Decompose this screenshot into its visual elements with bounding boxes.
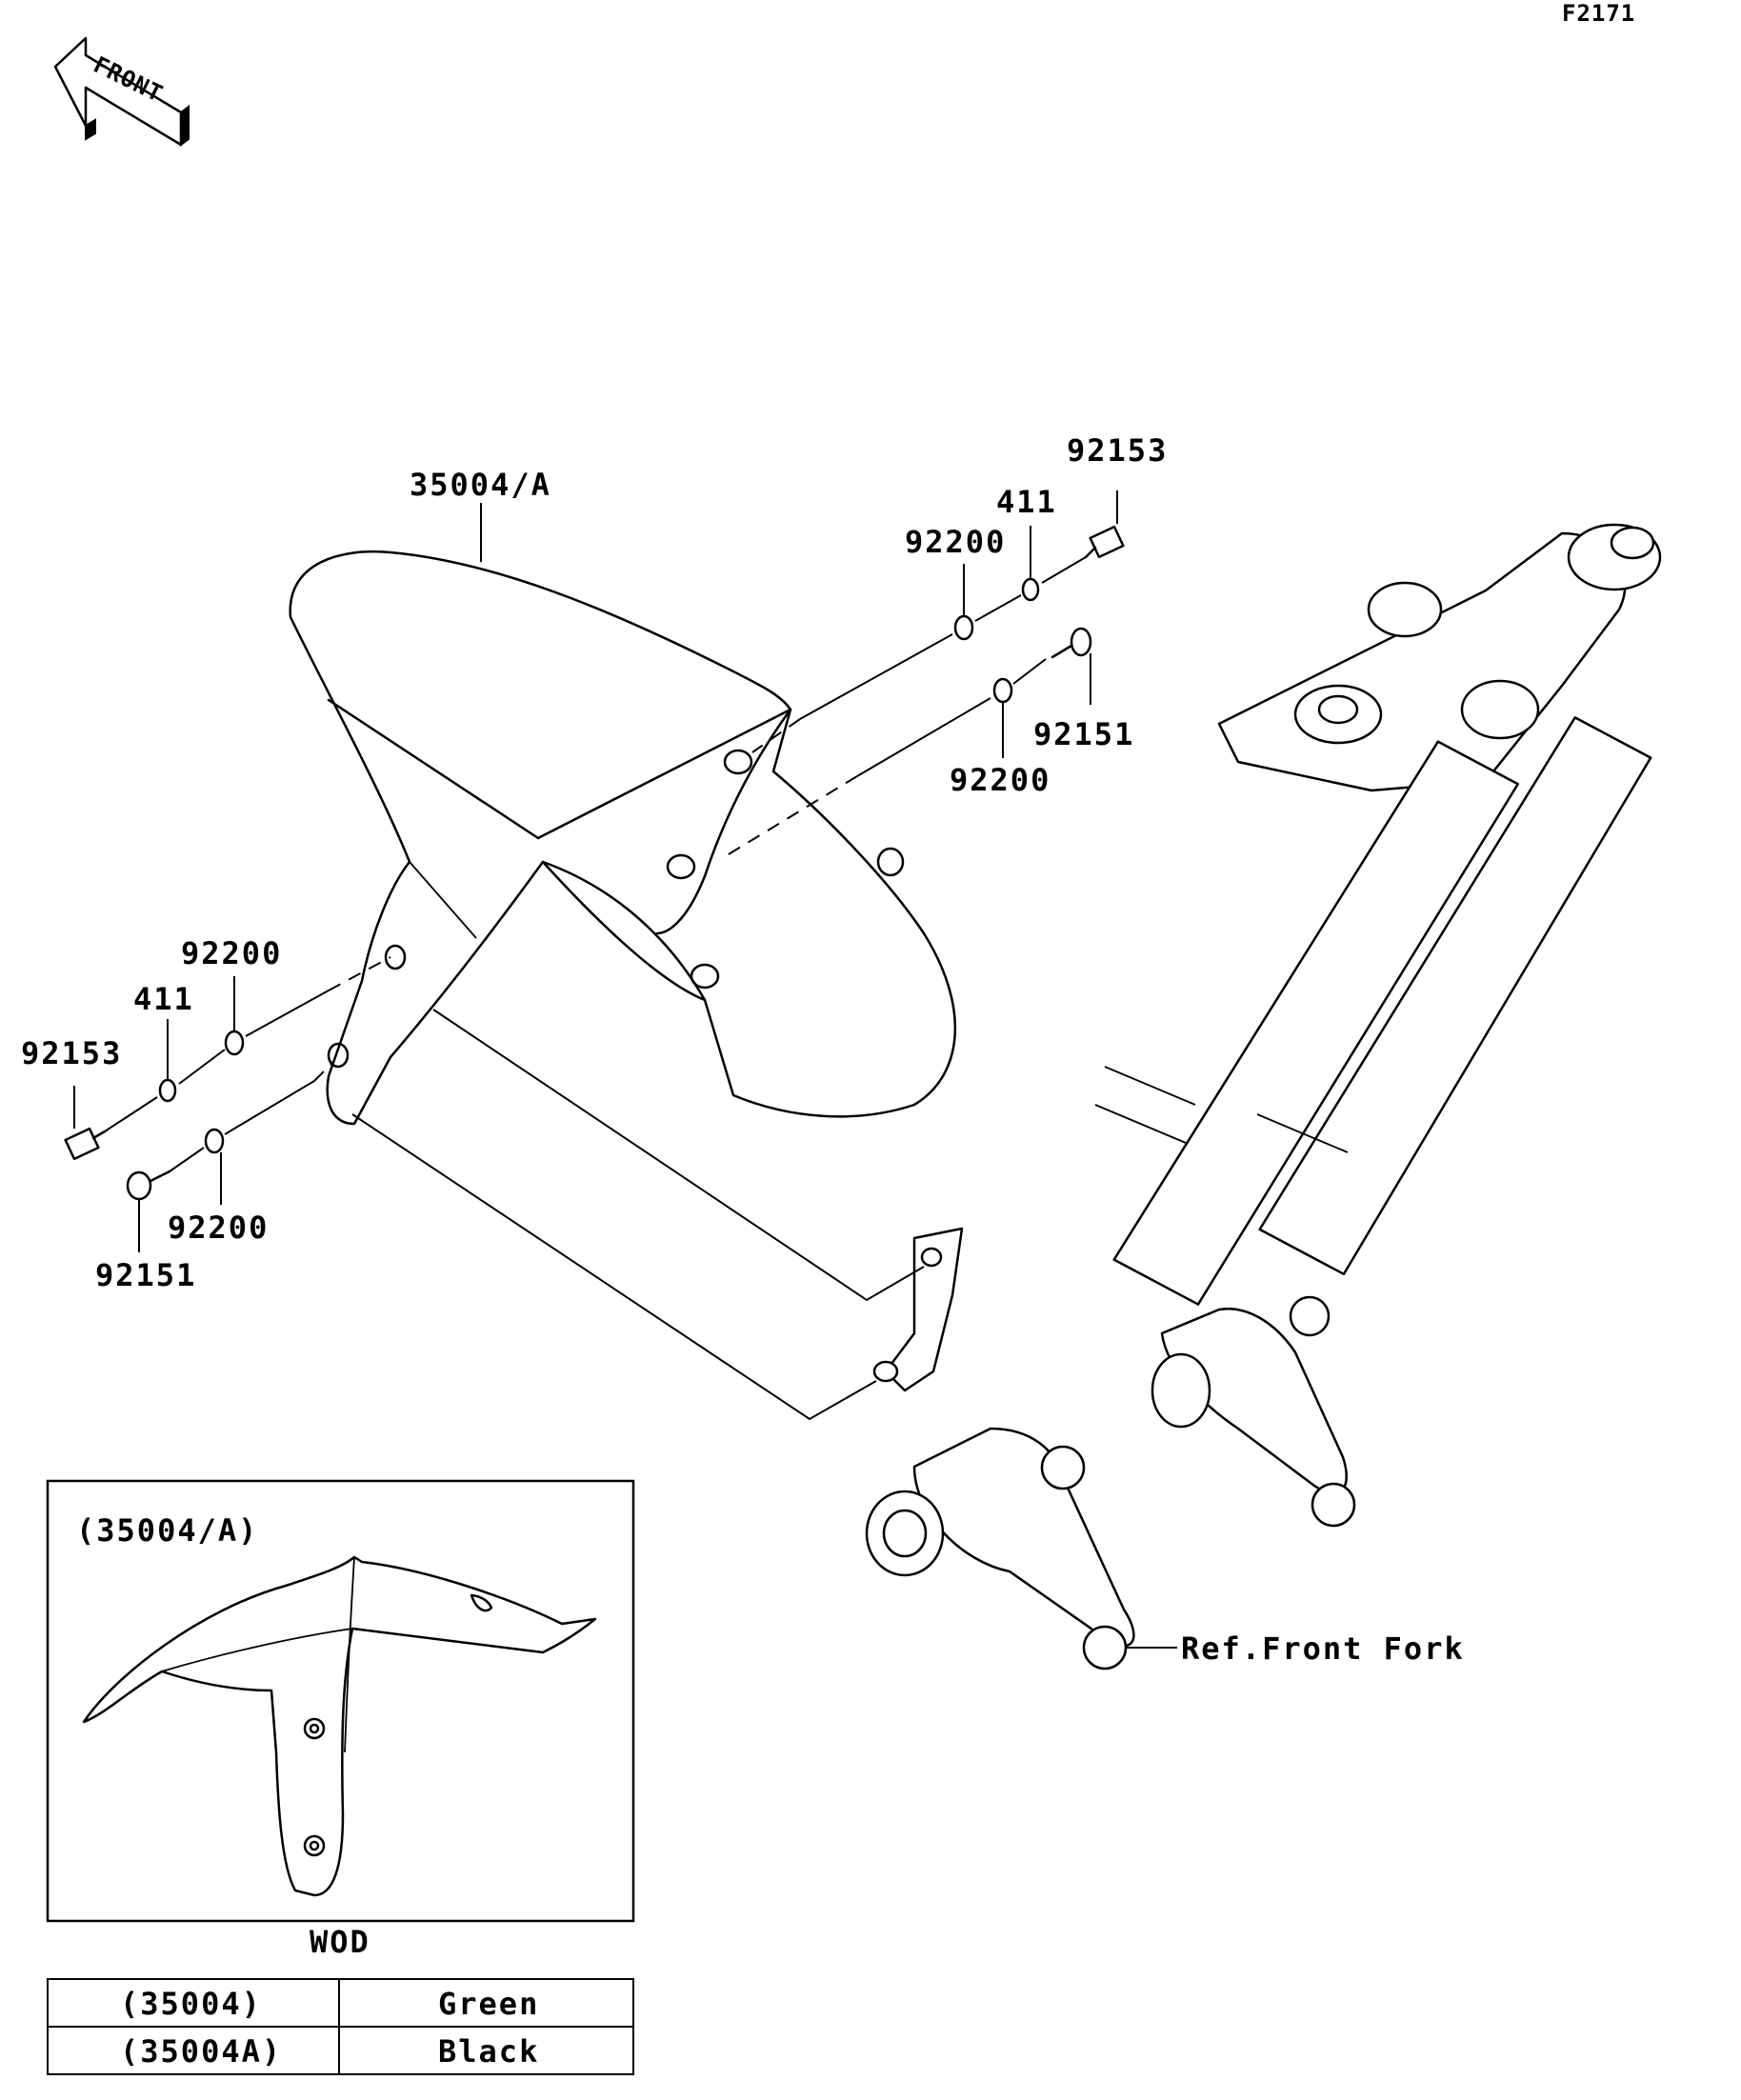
callout-left-screw: 92151 <box>95 1257 196 1293</box>
bolt-icon <box>64 1127 107 1161</box>
fork-bracket-reference-line <box>432 1009 925 1302</box>
callout-fork-reference: Ref.Front Fork <box>1181 1630 1465 1667</box>
collar-icon <box>1021 577 1040 602</box>
screw-icon <box>1051 627 1092 659</box>
callout-fender-part: 35004/A <box>410 467 551 503</box>
collar-icon <box>158 1078 177 1103</box>
callout-left-washer-lower: 92200 <box>168 1210 269 1246</box>
inset-fender <box>82 1555 597 1897</box>
washer-icon <box>953 614 974 641</box>
screw-icon <box>126 1170 171 1201</box>
washer-icon <box>204 1128 225 1154</box>
color-table: (35004) Green (35004A) Black <box>47 1978 634 2075</box>
table-row-part: (35004) <box>120 1986 262 2022</box>
front-fender <box>289 550 957 1126</box>
callout-top-washer-lower: 92200 <box>950 762 1051 798</box>
callout-top-collar: 411 <box>996 484 1057 520</box>
fork-bracket-reference-line <box>351 1113 877 1421</box>
inset-title: (35004/A) <box>76 1512 258 1549</box>
table-row-color: Black <box>438 2033 539 2070</box>
left-hardware <box>64 956 391 1252</box>
inset-panel: (35004/A) <box>46 1479 635 1923</box>
figure-code: F2171 <box>1562 0 1635 27</box>
callout-left-bolt: 92153 <box>21 1035 122 1071</box>
washer-icon <box>992 677 1013 704</box>
washer-icon <box>224 1030 245 1056</box>
callout-top-screw: 92151 <box>1033 716 1134 752</box>
inset-caption: WOD <box>310 1924 370 1960</box>
front-arrow-icon: FRONT <box>53 36 190 147</box>
table-row-part: (35004A) <box>120 2033 282 2070</box>
front-fork-assembly <box>865 523 1662 1670</box>
callout-top-bolt: 92153 <box>1067 432 1168 469</box>
callout-top-washer-upper: 92200 <box>905 524 1006 560</box>
callout-left-collar: 411 <box>133 981 194 1017</box>
right-hardware <box>723 490 1125 858</box>
bolt-icon <box>1084 525 1125 559</box>
table-row-color: Green <box>438 1986 539 2022</box>
callout-left-washer-upper: 92200 <box>181 935 282 971</box>
